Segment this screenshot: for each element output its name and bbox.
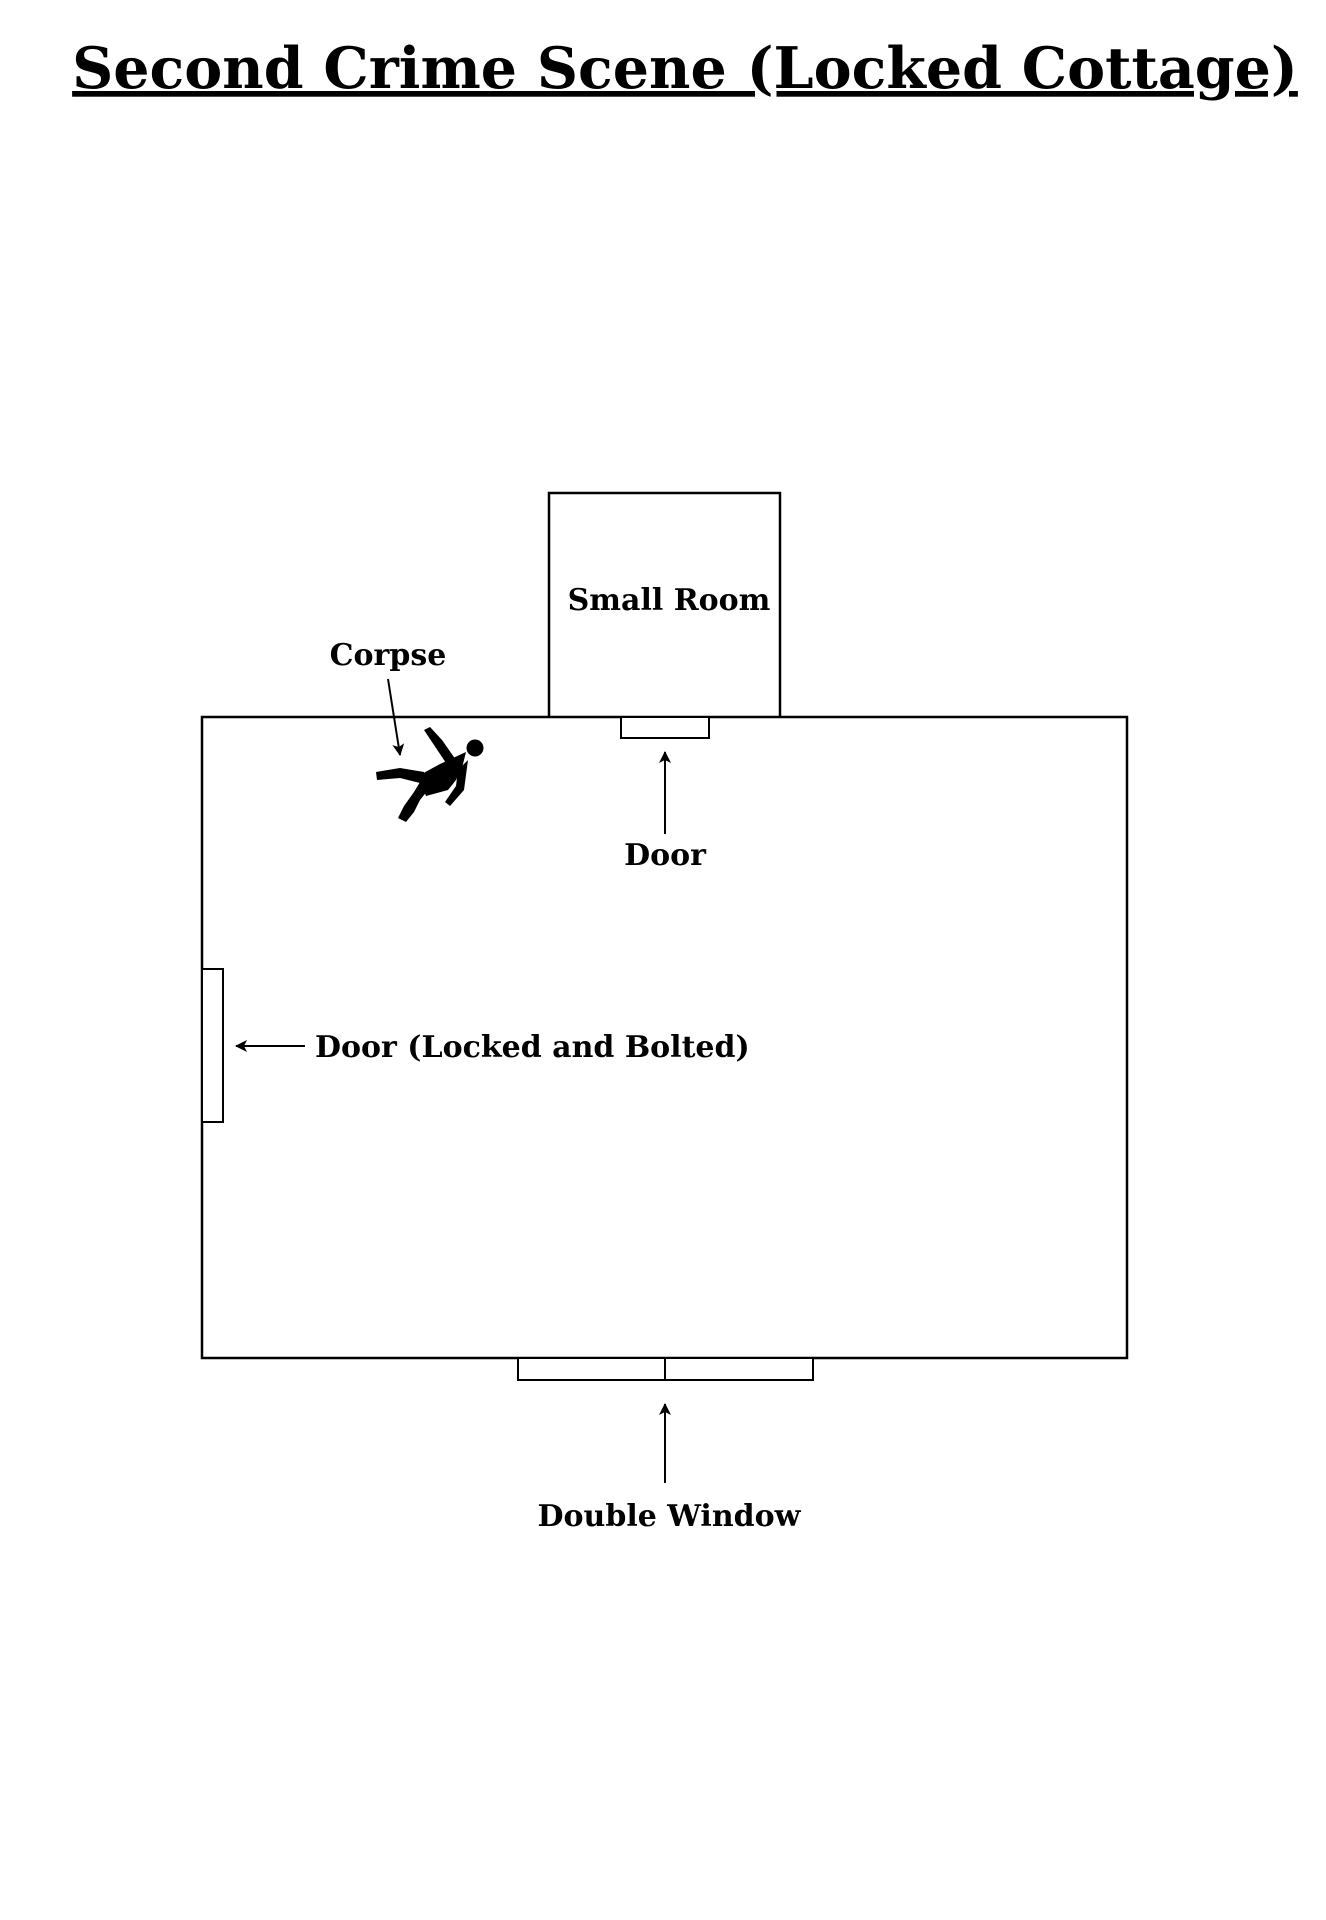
small-room: [547, 491, 782, 717]
double-window-label: Double Window: [538, 1499, 802, 1534]
diagram-title: Second Crime Scene (Locked Cottage): [72, 35, 1298, 102]
corpse-arrow: [387, 678, 405, 756]
corpse-label: Corpse: [330, 638, 447, 673]
locked-door: [201, 968, 224, 1123]
small-room-label: Small Room: [568, 583, 771, 618]
inner-door-label: Door: [624, 838, 707, 873]
locked-door-label: Door (Locked and Bolted): [315, 1030, 750, 1065]
fallen-person-icon: [376, 727, 484, 822]
inner-door: [620, 716, 710, 739]
